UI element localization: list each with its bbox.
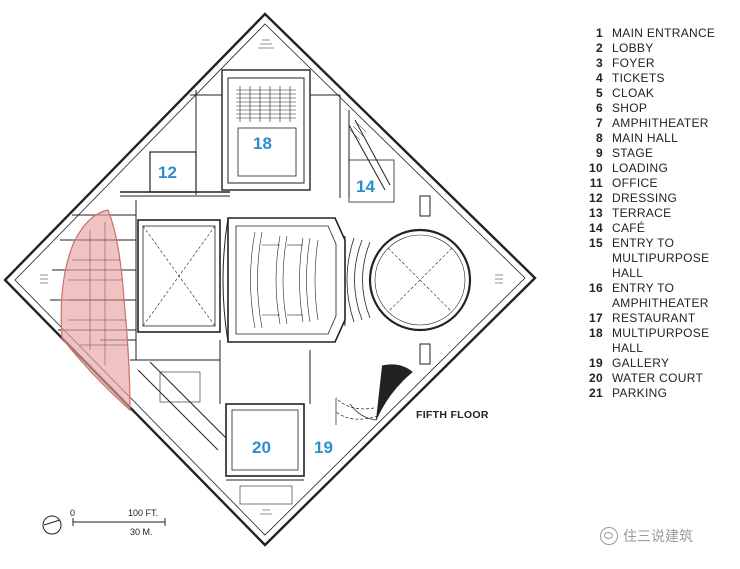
legend-item-label: FOYER (612, 56, 655, 70)
legend-item: 16 ENTRY TO AMPHITHEATER (577, 281, 739, 311)
legend-item: 15 ENTRY TO MULTIPURPOSE HALL (577, 236, 739, 281)
legend-item: 3 FOYER (577, 56, 739, 71)
legend-item-number: 8 (596, 131, 603, 145)
legend-item-label: WATER COURT (612, 371, 704, 385)
legend-item-number: 11 (589, 176, 603, 190)
legend-item-number: 16 (589, 281, 603, 295)
room-label-18: 18 (253, 134, 272, 153)
legend-item-label: MAIN HALL (612, 131, 679, 145)
legend-item-label: AMPHITHEATER (612, 116, 709, 130)
legend-item-label: PARKING (612, 386, 668, 400)
legend-item-number: 3 (596, 56, 603, 70)
legend-item-number: 7 (596, 116, 603, 130)
legend-item-number: 1 (596, 26, 603, 40)
legend-item: 12 DRESSING (577, 191, 739, 206)
legend-item-number: 19 (589, 356, 603, 370)
wechat-icon (600, 527, 618, 545)
legend-item-label: GALLERY (612, 356, 670, 370)
legend-item-number: 14 (589, 221, 603, 235)
legend-item-label: OFFICE (612, 176, 658, 190)
legend-item-label: CAFÉ (612, 221, 646, 235)
legend-item-number: 21 (589, 386, 603, 400)
legend-item-label: ENTRY TO AMPHITHEATER (612, 281, 709, 310)
legend-item: 14 CAFÉ (577, 221, 739, 236)
legend-item-label: TERRACE (612, 206, 672, 220)
floor-plan: 12 18 14 20 19 FIFTH FLOOR 0 100 FT. 30 … (3, 12, 537, 547)
legend-item-label: STAGE (612, 146, 654, 160)
legend-item-label: SHOP (612, 101, 648, 115)
building-outline (3, 12, 537, 547)
legend-item: 13 TERRACE (577, 206, 739, 221)
legend-item-label: LOBBY (612, 41, 654, 55)
legend-item-number: 5 (596, 86, 603, 100)
legend-item-number: 12 (589, 191, 603, 205)
watermark-text: 住三说建筑 (623, 529, 693, 545)
legend-item-number: 20 (589, 371, 603, 385)
plan-linework (3, 12, 537, 547)
legend-item: 21 PARKING (577, 386, 739, 401)
scale-zero-label: 0 (70, 508, 75, 518)
legend-item: 19 GALLERY (577, 356, 739, 371)
legend-item-number: 2 (596, 41, 603, 55)
hall-seating (236, 86, 296, 122)
room-label-20: 20 (252, 438, 271, 457)
watermark: 住三说建筑 (600, 526, 693, 546)
legend-item-number: 10 (589, 161, 603, 175)
legend-item-number: 15 (589, 236, 603, 250)
legend: 1 MAIN ENTRANCE 2 LOBBY 3 FOYER 4 TICKETS 5 CLOAK… (577, 26, 739, 401)
floor-label: FIFTH FLOOR (416, 409, 489, 421)
legend-item-label: MAIN ENTRANCE (612, 26, 716, 40)
legend-item: 7 AMPHITHEATER (577, 116, 739, 131)
room-label-19: 19 (314, 438, 333, 457)
room-label-14: 14 (356, 177, 375, 196)
legend-item: 9 STAGE (577, 146, 739, 161)
legend-item-number: 17 (589, 311, 603, 325)
legend-item: 5 CLOAK (577, 86, 739, 101)
legend-item: 17 RESTAURANT (577, 311, 739, 326)
legend-item-label: DRESSING (612, 191, 678, 205)
legend-item-number: 9 (596, 146, 603, 160)
legend-item-label: RESTAURANT (612, 311, 696, 325)
legend-item-number: 4 (596, 71, 603, 85)
legend-item: 4 TICKETS (577, 71, 739, 86)
main-hall-seating (250, 231, 319, 329)
north-arrow-icon (42, 515, 62, 535)
scale-bar (72, 518, 166, 526)
scale-feet-label: 100 FT. (128, 508, 158, 518)
legend-item-label: MULTIPURPOSE HALL (612, 326, 710, 355)
highlight-linework (66, 222, 128, 365)
legend-item: 18 MULTIPURPOSE HALL (577, 326, 739, 356)
room-label-12: 12 (158, 163, 177, 182)
legend-item-number: 6 (596, 101, 603, 115)
legend-item-number: 13 (589, 206, 603, 220)
legend-item: 10 LOADING (577, 161, 739, 176)
legend-item-label: TICKETS (612, 71, 665, 85)
legend-item-label: CLOAK (612, 86, 655, 100)
legend-item: 11 OFFICE (577, 176, 739, 191)
legend-item: 1 MAIN ENTRANCE (577, 26, 739, 41)
scale-meters-label: 30 M. (130, 527, 153, 537)
legend-item: 8 MAIN HALL (577, 131, 739, 146)
legend-item: 2 LOBBY (577, 41, 739, 56)
legend-item: 6 SHOP (577, 101, 739, 116)
legend-item: 20 WATER COURT (577, 371, 739, 386)
legend-item-number: 18 (589, 326, 603, 340)
legend-item-label: ENTRY TO MULTIPURPOSE HALL (612, 236, 710, 280)
legend-item-label: LOADING (612, 161, 669, 175)
stair-marks (40, 39, 503, 515)
